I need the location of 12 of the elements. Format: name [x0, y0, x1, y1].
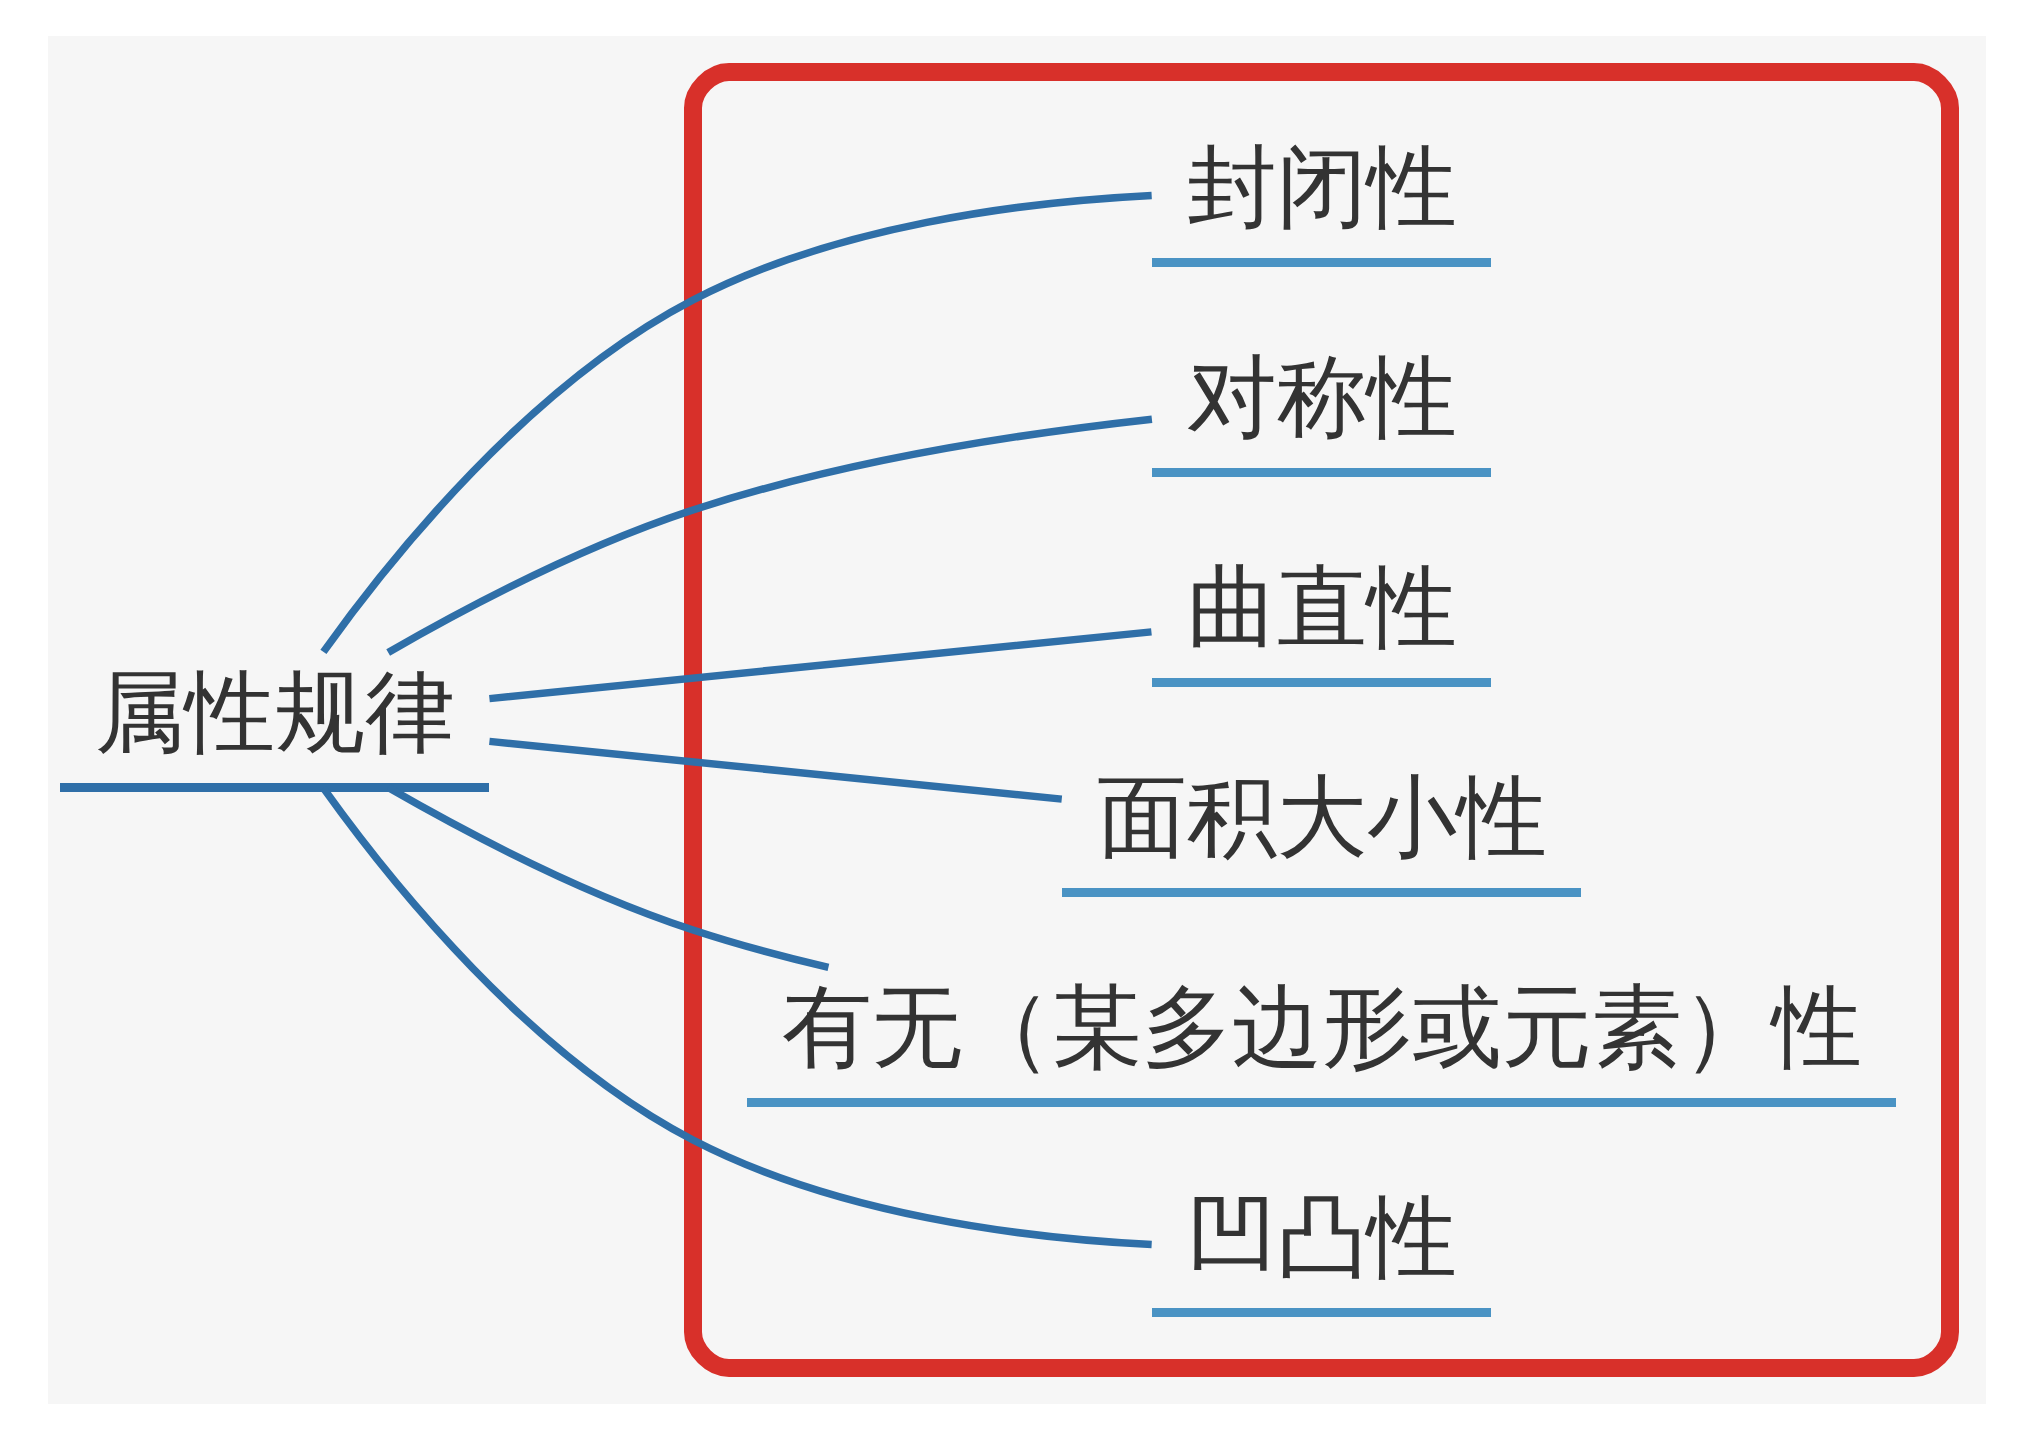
node-text: 属性规律: [94, 658, 454, 764]
node-text: 曲直性: [1186, 553, 1456, 659]
connector: [488, 737, 1062, 803]
node-text: 对称性: [1186, 343, 1456, 449]
connector: [488, 628, 1152, 703]
node-text: 凹凸性: [1186, 1183, 1456, 1289]
connector: [385, 415, 1152, 656]
node-text: 面积大小性: [1096, 763, 1546, 869]
cluster: [683, 63, 1959, 1377]
connector: [319, 191, 1152, 655]
node-text: 有无（某多边形或元素）性: [781, 973, 1861, 1079]
node-text: 封闭性: [1186, 133, 1456, 239]
